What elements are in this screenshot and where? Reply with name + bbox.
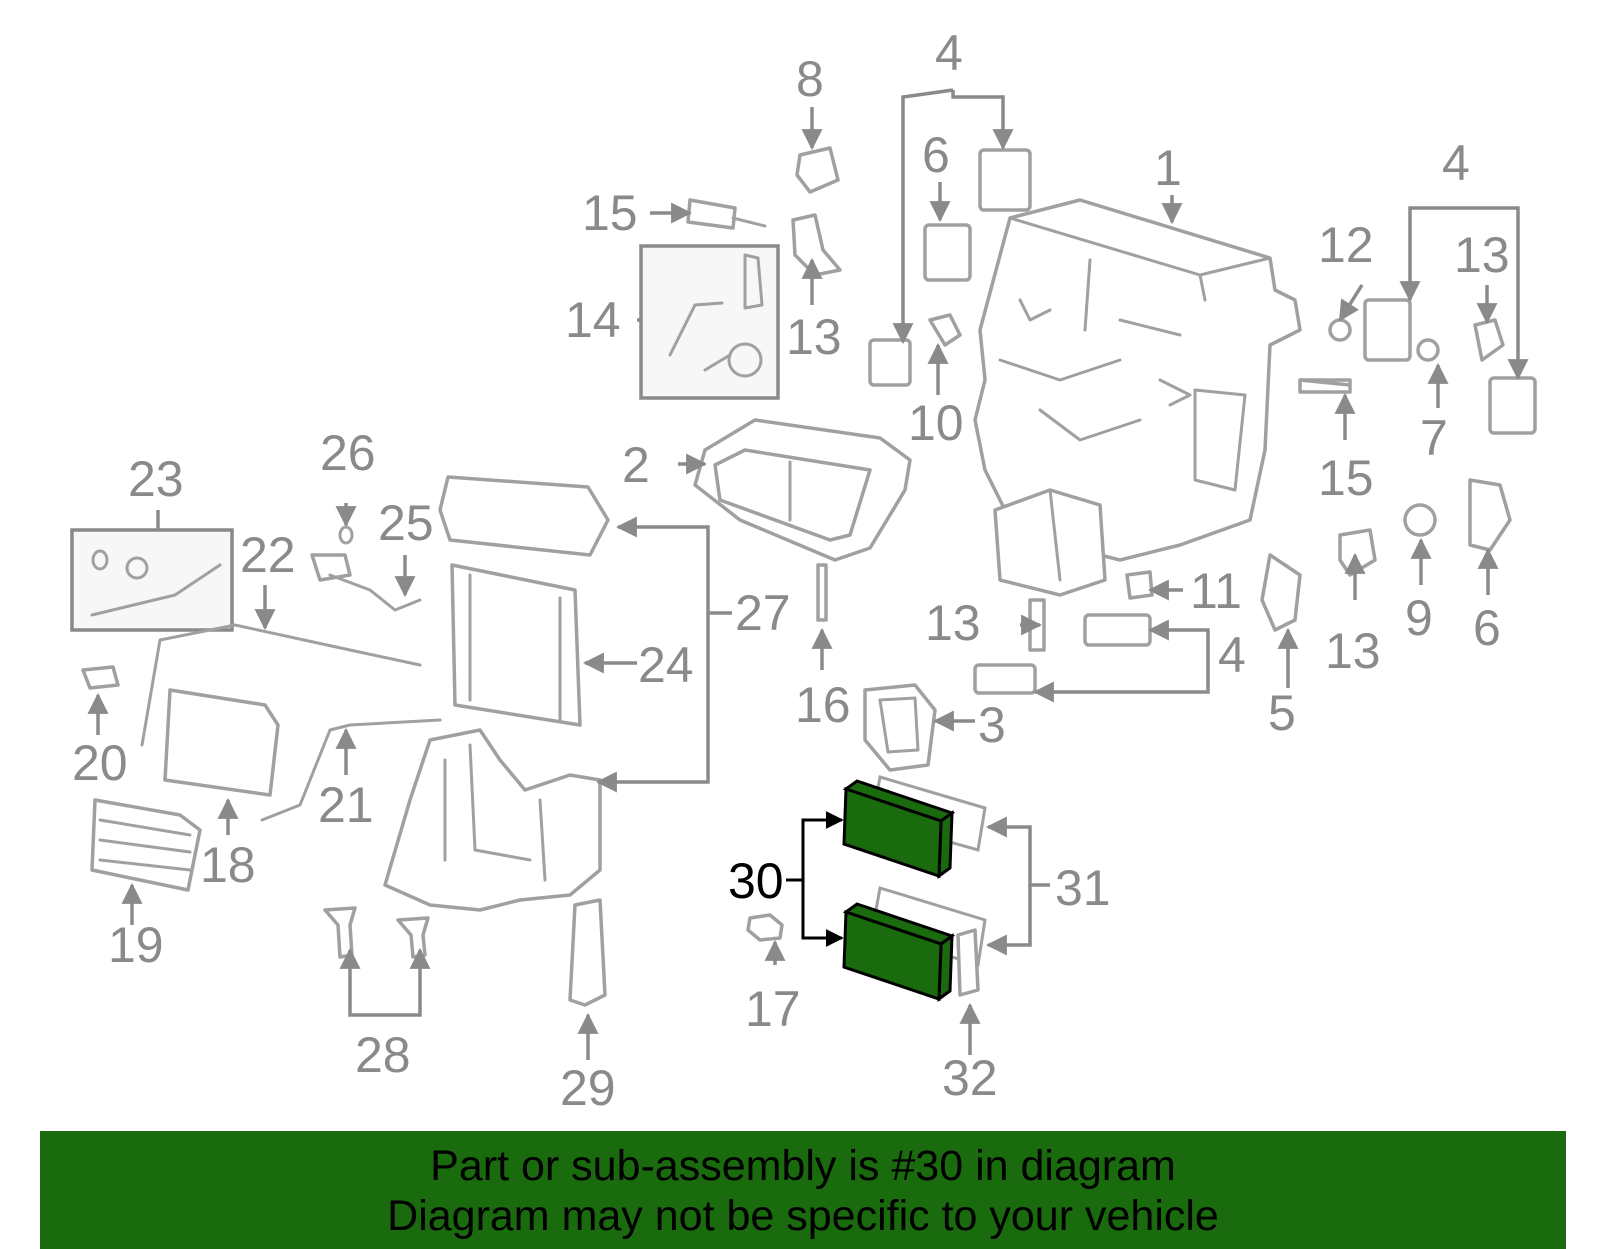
callout-15-left: 15 [582, 185, 638, 241]
part-30-cabin-filters [746, 775, 987, 1003]
callout-20: 20 [72, 735, 128, 791]
callout-15-right: 15 [1318, 450, 1374, 506]
callout-13-left: 13 [786, 309, 842, 365]
left-parts [81, 475, 610, 892]
part-1-hvac-case [973, 198, 1302, 597]
callout-12: 12 [1318, 217, 1374, 273]
callout-31: 31 [1055, 860, 1111, 916]
callout-24: 24 [638, 637, 694, 693]
info-banner: Part or sub-assembly is #30 in diagram D… [40, 1131, 1566, 1249]
part-2-duct [693, 418, 912, 562]
part-3-outlet [863, 683, 937, 772]
callout-30: 30 [728, 853, 784, 909]
callout-2: 2 [622, 437, 650, 493]
callout-10: 10 [908, 395, 964, 451]
callout-13-center: 13 [925, 595, 981, 651]
banner-line-2: Diagram may not be specific to your vehi… [387, 1192, 1219, 1240]
callout-7: 7 [1420, 410, 1448, 466]
part-27-lower-housing [323, 728, 607, 1007]
banner-line-1: Part or sub-assembly is #30 in diagram [430, 1142, 1176, 1190]
callout-22: 22 [240, 527, 296, 583]
filter-upper [842, 779, 956, 880]
callout-5: 5 [1268, 685, 1296, 741]
callout-4-right: 4 [1442, 135, 1470, 191]
part-4-actuators [868, 148, 1537, 695]
callout-6-top: 6 [922, 127, 950, 183]
filter-lower [842, 902, 956, 1003]
callout-17: 17 [745, 981, 801, 1037]
callout-4-top: 4 [935, 25, 963, 81]
callout-13-lower: 13 [1325, 623, 1381, 679]
callout-4-lower: 4 [1218, 627, 1246, 683]
part-14-kit-box [639, 244, 780, 400]
callout-26: 26 [320, 425, 376, 481]
callout-18: 18 [200, 837, 256, 893]
callout-3: 3 [978, 697, 1006, 753]
callout-25: 25 [378, 495, 434, 551]
callout-23: 23 [128, 451, 184, 507]
callout-16: 16 [795, 677, 851, 733]
callout-13-right: 13 [1454, 227, 1510, 283]
callout-21: 21 [318, 777, 374, 833]
part-23-kit-box [70, 528, 234, 632]
callout-27: 27 [735, 585, 791, 641]
callout-1: 1 [1154, 140, 1182, 196]
callout-6-right: 6 [1473, 600, 1501, 656]
callout-29: 29 [560, 1060, 616, 1116]
callout-8: 8 [796, 51, 824, 107]
callout-19: 19 [108, 917, 164, 973]
callout-32: 32 [942, 1050, 998, 1106]
leader-lines [87, 88, 1529, 1060]
callout-14: 14 [565, 292, 621, 348]
callout-28: 28 [355, 1027, 411, 1083]
callout-9: 9 [1405, 590, 1433, 646]
callout-11: 11 [1190, 563, 1242, 619]
callout-labels: 1 2 3 4 4 4 5 6 6 7 8 9 10 11 12 13 13 1… [72, 25, 1510, 1116]
